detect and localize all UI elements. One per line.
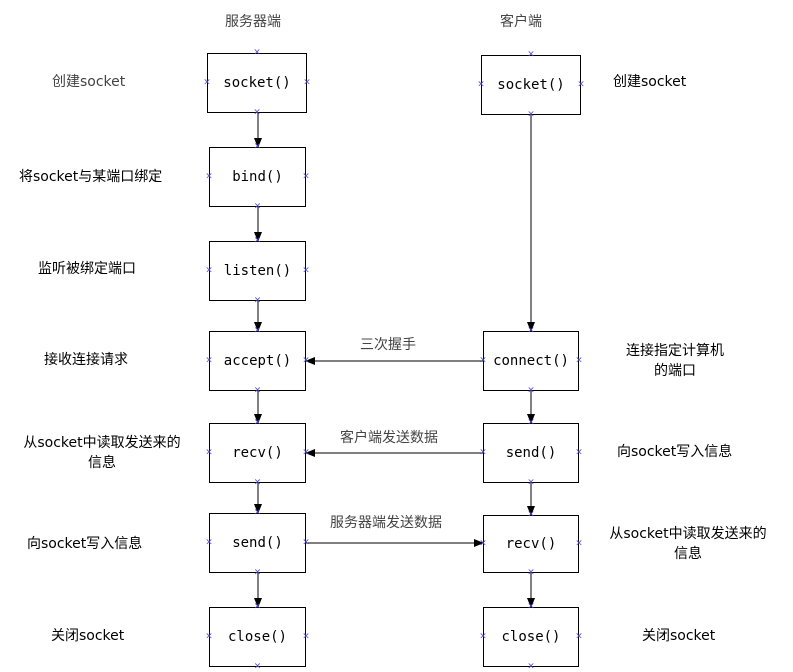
server-header: 服务器端	[225, 14, 281, 30]
client-connect-box: connect()	[483, 331, 579, 391]
client-recv-label-line1: 从socket中读取发送来的	[609, 526, 767, 542]
server-socket-label: 创建socket	[52, 74, 126, 90]
connection-point-marker: ×	[303, 77, 311, 88]
client-recv-label-line2: 信息	[674, 546, 702, 562]
connection-point-marker: ×	[205, 355, 213, 366]
server-accept-box: accept()	[209, 331, 306, 391]
connection-point-marker: ×	[205, 171, 213, 182]
connection-point-marker: ×	[479, 631, 487, 642]
connection-point-marker: ×	[477, 79, 485, 90]
client-recv-box: recv()	[483, 515, 579, 573]
handshake-label: 三次握手	[360, 337, 416, 353]
connection-point-marker: ×	[527, 567, 535, 578]
server-socket-box: socket()	[207, 53, 307, 113]
connection-point-marker: ×	[253, 507, 262, 518]
connection-point-marker: ×	[205, 537, 213, 548]
client-connect-label-line1: 连接指定计算机	[626, 343, 724, 359]
client-recv-label: 从socket中读取发送来的 信息	[592, 524, 784, 564]
client-header: 客户端	[500, 14, 542, 30]
server-close-box: close()	[209, 607, 306, 667]
connection-point-marker: ×	[253, 601, 262, 612]
connection-point-marker: ×	[575, 355, 583, 366]
client-connect-label-line2: 的端口	[654, 363, 696, 379]
connection-point-marker: ×	[253, 107, 261, 118]
server-recv-label: 从socket中读取发送来的 信息	[6, 433, 198, 473]
connection-point-marker: ×	[577, 79, 585, 90]
connection-point-marker: ×	[527, 325, 535, 336]
connection-point-marker: ×	[302, 355, 310, 366]
connection-point-marker: ×	[302, 171, 310, 182]
connection-point-marker: ×	[527, 109, 535, 120]
connection-point-marker: ×	[205, 265, 213, 276]
server-accept-label: 接收连接请求	[44, 352, 128, 368]
client-send-data-label: 客户端发送数据	[340, 430, 438, 446]
server-send-data-label: 服务器端发送数据	[330, 515, 442, 531]
connection-point-marker: ×	[253, 325, 262, 336]
connection-point-marker: ×	[479, 447, 487, 458]
client-send-box: send()	[483, 423, 579, 483]
connection-point-marker: ×	[205, 447, 213, 458]
client-send-label: 向socket写入信息	[617, 444, 733, 460]
connection-point-marker: ×	[253, 141, 262, 152]
server-send-label: 向socket写入信息	[27, 536, 143, 552]
client-connect-label: 连接指定计算机 的端口	[600, 341, 750, 381]
server-recv-box: recv()	[209, 423, 306, 483]
connection-point-marker: ×	[302, 537, 310, 548]
connection-point-marker: ×	[527, 477, 535, 488]
server-send-box: send()	[209, 513, 306, 573]
connection-point-marker: ×	[527, 601, 535, 612]
connection-point-marker: ×	[302, 631, 310, 642]
connection-point-marker: ×	[253, 201, 262, 212]
connection-point-marker: ×	[479, 355, 487, 366]
connection-point-marker: ×	[575, 447, 583, 458]
connection-point-marker: ×	[527, 417, 535, 428]
connection-point-marker: ×	[527, 385, 535, 396]
connection-point-marker: ×	[253, 235, 262, 246]
connection-point-marker: ×	[253, 417, 262, 428]
server-recv-label-line2: 信息	[88, 455, 116, 471]
connection-point-marker: ×	[253, 47, 261, 58]
connection-point-marker: ×	[479, 538, 487, 549]
client-socket-box: socket()	[481, 55, 581, 115]
connection-point-marker: ×	[253, 385, 262, 396]
connection-point-marker: ×	[575, 631, 583, 642]
connection-point-marker: ×	[527, 661, 535, 672]
server-bind-box: bind()	[209, 147, 306, 207]
connection-point-marker: ×	[253, 567, 262, 578]
connection-point-marker: ×	[253, 295, 262, 306]
client-socket-label: 创建socket	[613, 74, 687, 90]
connection-point-marker: ×	[205, 631, 213, 642]
server-close-label: 关闭socket	[51, 628, 125, 644]
server-recv-label-line1: 从socket中读取发送来的	[23, 435, 181, 451]
client-close-label: 关闭socket	[642, 628, 716, 644]
connection-point-marker: ×	[527, 509, 535, 520]
connection-point-marker: ×	[302, 447, 310, 458]
connection-point-marker: ×	[253, 477, 262, 488]
server-listen-box: listen()	[209, 241, 306, 301]
connection-point-marker: ×	[527, 49, 535, 60]
client-close-box: close()	[483, 607, 579, 667]
server-listen-label: 监听被绑定端口	[38, 261, 136, 277]
connection-point-marker: ×	[203, 77, 211, 88]
server-bind-label: 将socket与某端口绑定	[19, 169, 163, 185]
connection-point-marker: ×	[575, 538, 583, 549]
connection-point-marker: ×	[253, 661, 262, 672]
connection-point-marker: ×	[302, 265, 310, 276]
